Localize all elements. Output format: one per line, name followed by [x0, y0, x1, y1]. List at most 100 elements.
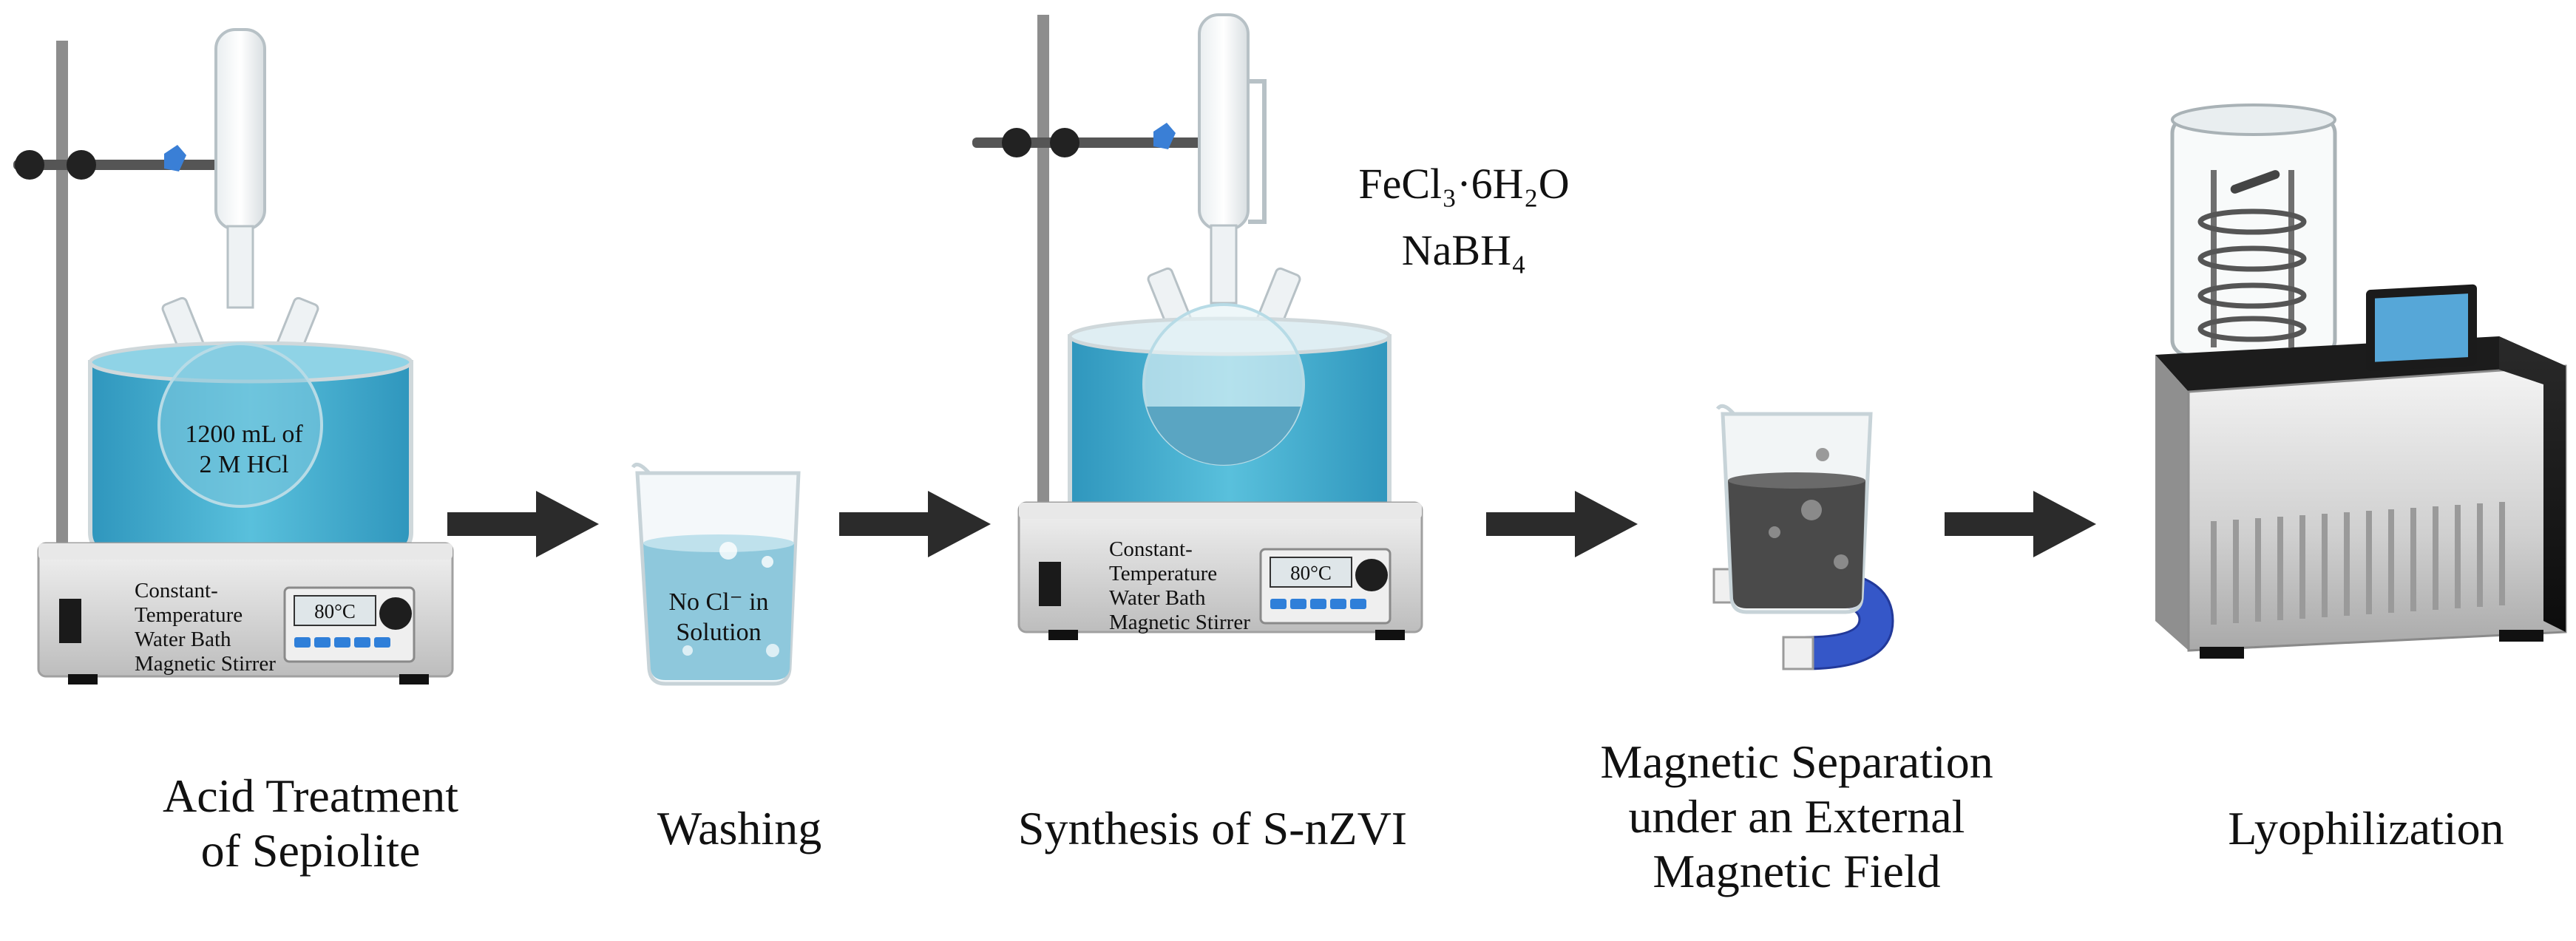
beaker-liquid — [643, 543, 794, 680]
temperature-readout: 80°C — [314, 600, 356, 622]
bubble — [762, 556, 773, 568]
panel-button — [1290, 599, 1306, 609]
clamp-knob — [1002, 128, 1031, 157]
lcd-display — [294, 595, 376, 626]
text-line: Solution — [676, 619, 761, 646]
reagent-fecl3: FeCl₃·6H₂O — [1358, 160, 1569, 208]
panel-button — [354, 637, 370, 648]
clamp-jaw — [1153, 123, 1176, 149]
text-line: Magnetic Stirrer — [135, 652, 276, 676]
round-bottom-flask — [157, 342, 323, 508]
dryer-body — [2155, 355, 2189, 650]
text-line: Magnetic Field — [1653, 845, 1940, 897]
bubble — [766, 644, 779, 657]
foot — [1048, 630, 1078, 640]
shelf-rod — [2211, 170, 2217, 347]
panel-button — [314, 637, 331, 648]
suspension-surface — [1728, 472, 1865, 489]
condenser — [1198, 13, 1250, 231]
vent-grille — [2211, 502, 2505, 625]
text-line: Constant- — [135, 579, 218, 602]
text-line: No Cl⁻ in — [668, 588, 768, 616]
clamp-jaw — [164, 145, 186, 171]
bubble — [682, 645, 693, 656]
panel-button — [374, 637, 390, 648]
text-line: Magnetic Separation — [1600, 736, 1993, 788]
dark-suspension — [1728, 480, 1865, 608]
text-line: Temperature — [1109, 562, 1217, 585]
control-knob — [1355, 559, 1388, 591]
text-line: of Sepiolite — [201, 824, 421, 877]
reagent-nabh4: NaBH₄ — [1402, 226, 1526, 274]
text-line: Temperature — [135, 603, 243, 627]
text-line: 1200 mL of — [185, 421, 303, 448]
freeze-dryer — [2155, 103, 2567, 659]
shelf — [2197, 282, 2307, 309]
flow-arrow-3 — [1486, 491, 1638, 557]
beaker-spout — [631, 462, 651, 475]
touch-screen-display — [2375, 293, 2468, 362]
particle — [1816, 448, 1829, 461]
magnet-pole — [1782, 636, 1814, 670]
foot — [2200, 647, 2244, 659]
shelf-rod — [2288, 170, 2294, 347]
stand-rod — [1037, 15, 1049, 510]
bubble — [719, 542, 737, 560]
panel-button — [1310, 599, 1326, 609]
particle — [1834, 554, 1848, 569]
control-knob — [379, 597, 412, 630]
lcd-display — [1270, 557, 1352, 588]
text-line: Acid Treatment — [163, 770, 458, 822]
panel-button — [1330, 599, 1346, 609]
clamp-knob — [1050, 128, 1079, 157]
stirrer-base-top — [38, 543, 453, 560]
condenser-neck — [1210, 224, 1238, 305]
stirrer-base-top — [1019, 503, 1422, 519]
dryer-front — [2187, 364, 2567, 652]
text-line: Magnetic Stirrer — [1109, 611, 1250, 634]
washing-beaker: No Cl⁻ in Solution — [631, 462, 801, 686]
button-row — [1270, 599, 1366, 609]
panel-button — [1270, 599, 1287, 609]
flask-liquid — [1147, 407, 1301, 465]
magnetic-separation-beaker — [1712, 404, 1894, 670]
flow-arrow-2 — [839, 491, 991, 557]
shelf-handle — [2230, 170, 2280, 194]
foot — [68, 674, 98, 684]
panel-button — [334, 637, 350, 648]
shelf — [2197, 245, 2307, 272]
dryer-side-frame — [2499, 336, 2566, 632]
text-line: Washing — [657, 802, 821, 855]
power-switch — [1039, 562, 1061, 606]
stage-label-synthesis: Synthesis of S-nZVI — [1018, 802, 1407, 855]
shelf — [2197, 316, 2307, 342]
flow-arrow-4 — [1945, 491, 2096, 557]
beaker-spout — [1715, 404, 1735, 415]
liquid-surface — [643, 534, 794, 552]
stage-label-lyophilization: Lyophilization — [2228, 802, 2504, 855]
power-switch — [59, 599, 81, 643]
beaker-content-label: No Cl⁻ in Solution — [668, 588, 768, 646]
clamp-arm — [972, 137, 1246, 148]
button-row — [294, 637, 390, 648]
text-line: Water Bath — [135, 628, 231, 651]
flow-arrow-1 — [447, 491, 599, 557]
chamber-top — [2171, 103, 2336, 136]
stage-label-washing: Washing — [657, 802, 821, 855]
text-line: Synthesis of S-nZVI — [1018, 802, 1407, 855]
foot — [2499, 630, 2543, 642]
stand-rod — [56, 41, 68, 551]
foot — [399, 674, 429, 684]
foot — [1375, 630, 1405, 640]
condenser-neck — [226, 225, 254, 309]
panel-button — [1350, 599, 1366, 609]
clamp-knob — [15, 150, 44, 180]
